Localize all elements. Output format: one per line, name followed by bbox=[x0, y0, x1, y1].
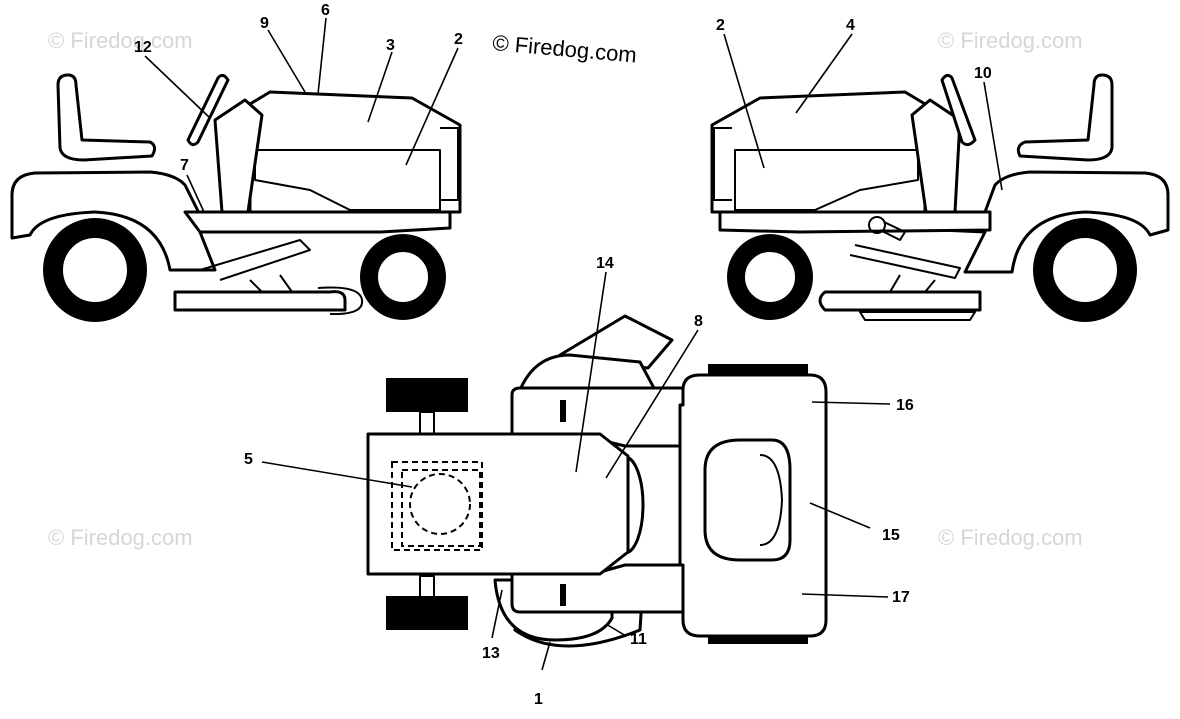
top-front-right-wheel bbox=[386, 596, 468, 630]
watermark-main: © Firedog.com bbox=[492, 30, 638, 68]
top-front-left-axle bbox=[419, 411, 435, 435]
callout-left-7: 7 bbox=[180, 157, 189, 174]
leader-top-11 bbox=[605, 623, 627, 637]
right-rear-fender bbox=[938, 170, 1170, 274]
leader-top-15 bbox=[809, 502, 871, 529]
watermark-bottom-left: © Firedog.com bbox=[48, 525, 193, 550]
callout-left-12: 12 bbox=[134, 39, 152, 56]
left-front-hub bbox=[376, 250, 430, 304]
right-mower-deck bbox=[818, 290, 982, 312]
leader-top-8 bbox=[605, 329, 699, 479]
leader-left-12 bbox=[144, 55, 211, 119]
callout-top-15: 15 bbox=[882, 527, 900, 544]
callout-left-2: 2 bbox=[454, 31, 463, 48]
callout-labels: 12 9 6 3 2 7 2 4 10 14 8 5 16 15 17 13 1… bbox=[134, 2, 992, 708]
callout-top-8: 8 bbox=[694, 313, 703, 330]
callout-left-6: 6 bbox=[321, 2, 330, 19]
left-frame bbox=[183, 210, 452, 234]
callout-right-2: 2 bbox=[716, 17, 725, 34]
left-side-view bbox=[10, 73, 462, 322]
watermark-top-left: © Firedog.com bbox=[48, 28, 193, 53]
top-battery-inner-outline bbox=[401, 469, 481, 547]
right-hood bbox=[710, 90, 937, 214]
left-deck-link bbox=[199, 239, 311, 293]
leader-lines bbox=[144, 17, 1003, 671]
leader-top-14 bbox=[575, 271, 607, 473]
callout-top-5: 5 bbox=[244, 451, 253, 468]
leader-left-7 bbox=[186, 174, 205, 213]
callout-top-13: 13 bbox=[482, 645, 500, 662]
left-seat bbox=[56, 73, 157, 162]
watermark-top-right: © Firedog.com bbox=[938, 28, 1083, 53]
leader-left-3 bbox=[367, 51, 393, 123]
leader-top-5 bbox=[261, 461, 413, 488]
top-battery-outline bbox=[391, 461, 483, 551]
leader-left-6 bbox=[317, 17, 327, 95]
top-front-left-wheel bbox=[386, 378, 468, 412]
callout-left-3: 3 bbox=[386, 37, 395, 54]
callout-top-1: 1 bbox=[534, 691, 543, 708]
right-steering-wheel bbox=[940, 73, 977, 147]
top-fuel-cap-outline bbox=[409, 473, 471, 535]
left-hood bbox=[238, 90, 462, 214]
leader-right-10 bbox=[983, 81, 1003, 191]
leader-right-4 bbox=[795, 33, 853, 114]
callout-top-14: 14 bbox=[596, 255, 614, 272]
right-frame bbox=[718, 210, 992, 234]
left-rear-fender bbox=[10, 170, 250, 272]
right-lift-lever-knob bbox=[868, 216, 886, 234]
top-seat bbox=[703, 438, 792, 562]
callout-right-4: 4 bbox=[846, 17, 855, 34]
leader-top-1 bbox=[541, 641, 551, 671]
leader-top-13 bbox=[491, 589, 503, 639]
top-seat-back bbox=[759, 454, 783, 546]
left-steering-wheel bbox=[186, 73, 230, 147]
callout-right-10: 10 bbox=[974, 65, 992, 82]
right-front-hub bbox=[743, 250, 797, 304]
top-hood bbox=[366, 432, 630, 576]
callout-top-17: 17 bbox=[892, 589, 910, 606]
leader-left-2 bbox=[405, 47, 459, 166]
top-chassis-slot-upper bbox=[560, 400, 566, 422]
left-discharge-chute bbox=[317, 286, 364, 316]
left-hood-grille bbox=[440, 127, 459, 201]
right-seat bbox=[1016, 73, 1114, 162]
left-mower-deck bbox=[173, 290, 347, 312]
left-hood-side-panel bbox=[254, 149, 441, 211]
right-deck-link bbox=[849, 244, 961, 293]
right-side-view bbox=[710, 73, 1170, 322]
right-dash bbox=[910, 98, 962, 214]
leader-left-9 bbox=[267, 29, 306, 93]
callout-top-11: 11 bbox=[630, 631, 647, 648]
left-rear-hub bbox=[61, 236, 129, 304]
right-hood-side-panel bbox=[734, 149, 919, 211]
callout-left-9: 9 bbox=[260, 15, 269, 32]
leader-right-2 bbox=[723, 33, 765, 169]
left-dash bbox=[213, 98, 264, 214]
top-view bbox=[366, 314, 828, 648]
leader-top-17 bbox=[801, 593, 889, 598]
right-hood-grille bbox=[713, 127, 732, 201]
top-front-right-axle bbox=[419, 575, 435, 599]
right-deck-skirt bbox=[859, 311, 976, 321]
watermark-bottom-right: © Firedog.com bbox=[938, 525, 1083, 550]
callout-top-16: 16 bbox=[896, 397, 914, 414]
right-rear-hub bbox=[1051, 236, 1119, 304]
leader-top-16 bbox=[811, 401, 891, 405]
right-lift-lever bbox=[879, 221, 906, 241]
top-chassis-slot-lower bbox=[560, 584, 566, 606]
